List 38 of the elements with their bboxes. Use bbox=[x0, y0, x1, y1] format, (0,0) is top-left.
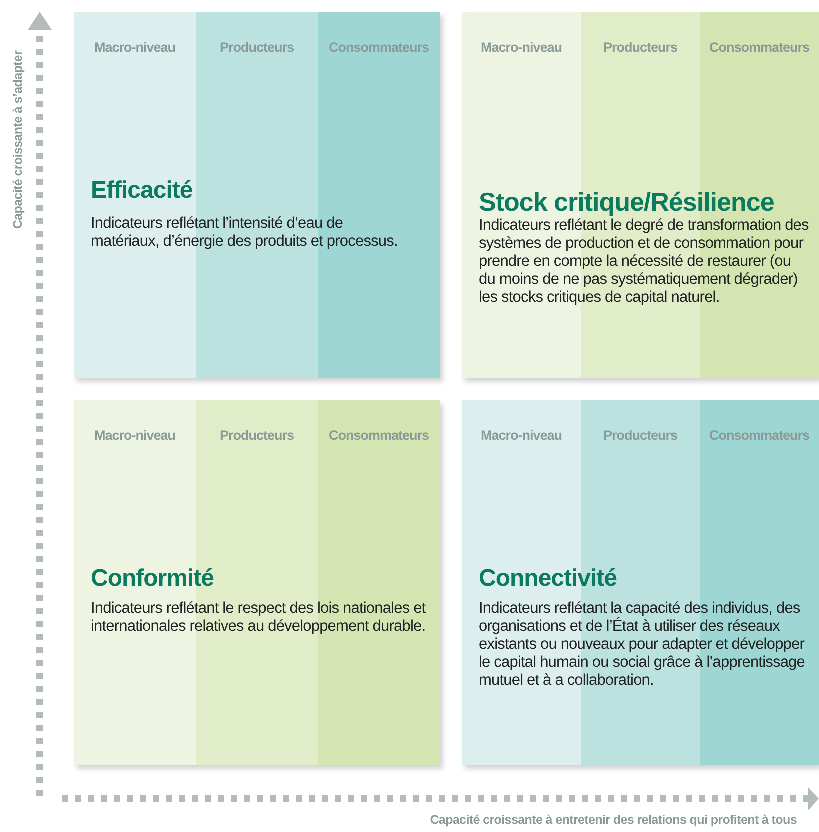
description-text: Indicateurs reflétant l’intensité d’eau de matériaux, d’énergie des produits et processus. bbox=[91, 215, 399, 251]
axis-label: Capacité croissante à entretenir des relations qui profitent à tous bbox=[430, 813, 797, 827]
description-text: Indicateurs reflétant le degré de transformation des systèmes de production et de consommation pour prendre en compte la nécessité de restaurer (ou du moins de ne pas systématiquement dégrader) les stocks critiques de capital naturel. bbox=[479, 217, 809, 307]
quadrant-panel bbox=[462, 400, 819, 765]
column-header: Consommateurs bbox=[708, 40, 811, 55]
column-band bbox=[196, 12, 318, 82]
quadrant-panel bbox=[462, 12, 819, 378]
column-header: Macro-niveau bbox=[480, 40, 564, 55]
column-band bbox=[318, 400, 440, 470]
column-band bbox=[700, 12, 819, 82]
column-band bbox=[581, 12, 700, 82]
column-band bbox=[462, 12, 581, 82]
column-band bbox=[74, 400, 196, 470]
column-header: Producteurs bbox=[602, 428, 679, 443]
column-header: Consommateurs bbox=[708, 428, 811, 443]
quadrant-title: Conformité bbox=[91, 565, 214, 593]
column-header: Producteurs bbox=[218, 40, 296, 55]
column-header: Macro-niveau bbox=[93, 428, 177, 443]
column-header: Producteurs bbox=[602, 40, 679, 55]
column-band bbox=[462, 400, 581, 470]
column-header: Macro-niveau bbox=[93, 40, 177, 55]
axis-label: Capacité croissante à s’adapter bbox=[11, 50, 25, 230]
quadrant-panel bbox=[74, 400, 440, 765]
column-band bbox=[700, 400, 819, 470]
quadrant-title: Stock critique/Résilience bbox=[479, 187, 774, 218]
description-text: Indicateurs reflétant le respect des lois nationales et internationales relatives au développement durable. bbox=[91, 600, 427, 636]
column-header: Consommateurs bbox=[328, 428, 430, 443]
description-text: Indicateurs reflétant la capacité des individus, des organisations et de l’État à utiliser des réseaux existants ou nouveaux pour adapter et développer le capital humain ou social grâce à l’apprentissage mutuel et à a collaboration. bbox=[479, 600, 806, 690]
column-header: Producteurs bbox=[218, 428, 296, 443]
column-header: Macro-niveau bbox=[480, 428, 564, 443]
quadrant-panel bbox=[74, 12, 440, 378]
column-band bbox=[74, 12, 196, 82]
column-band bbox=[318, 12, 440, 82]
quadrant-title: Efficacité bbox=[91, 177, 193, 205]
quadrant-title: Connectivité bbox=[479, 565, 618, 593]
column-header: Consommateurs bbox=[328, 40, 430, 55]
column-band bbox=[196, 400, 318, 470]
column-band bbox=[581, 400, 700, 470]
